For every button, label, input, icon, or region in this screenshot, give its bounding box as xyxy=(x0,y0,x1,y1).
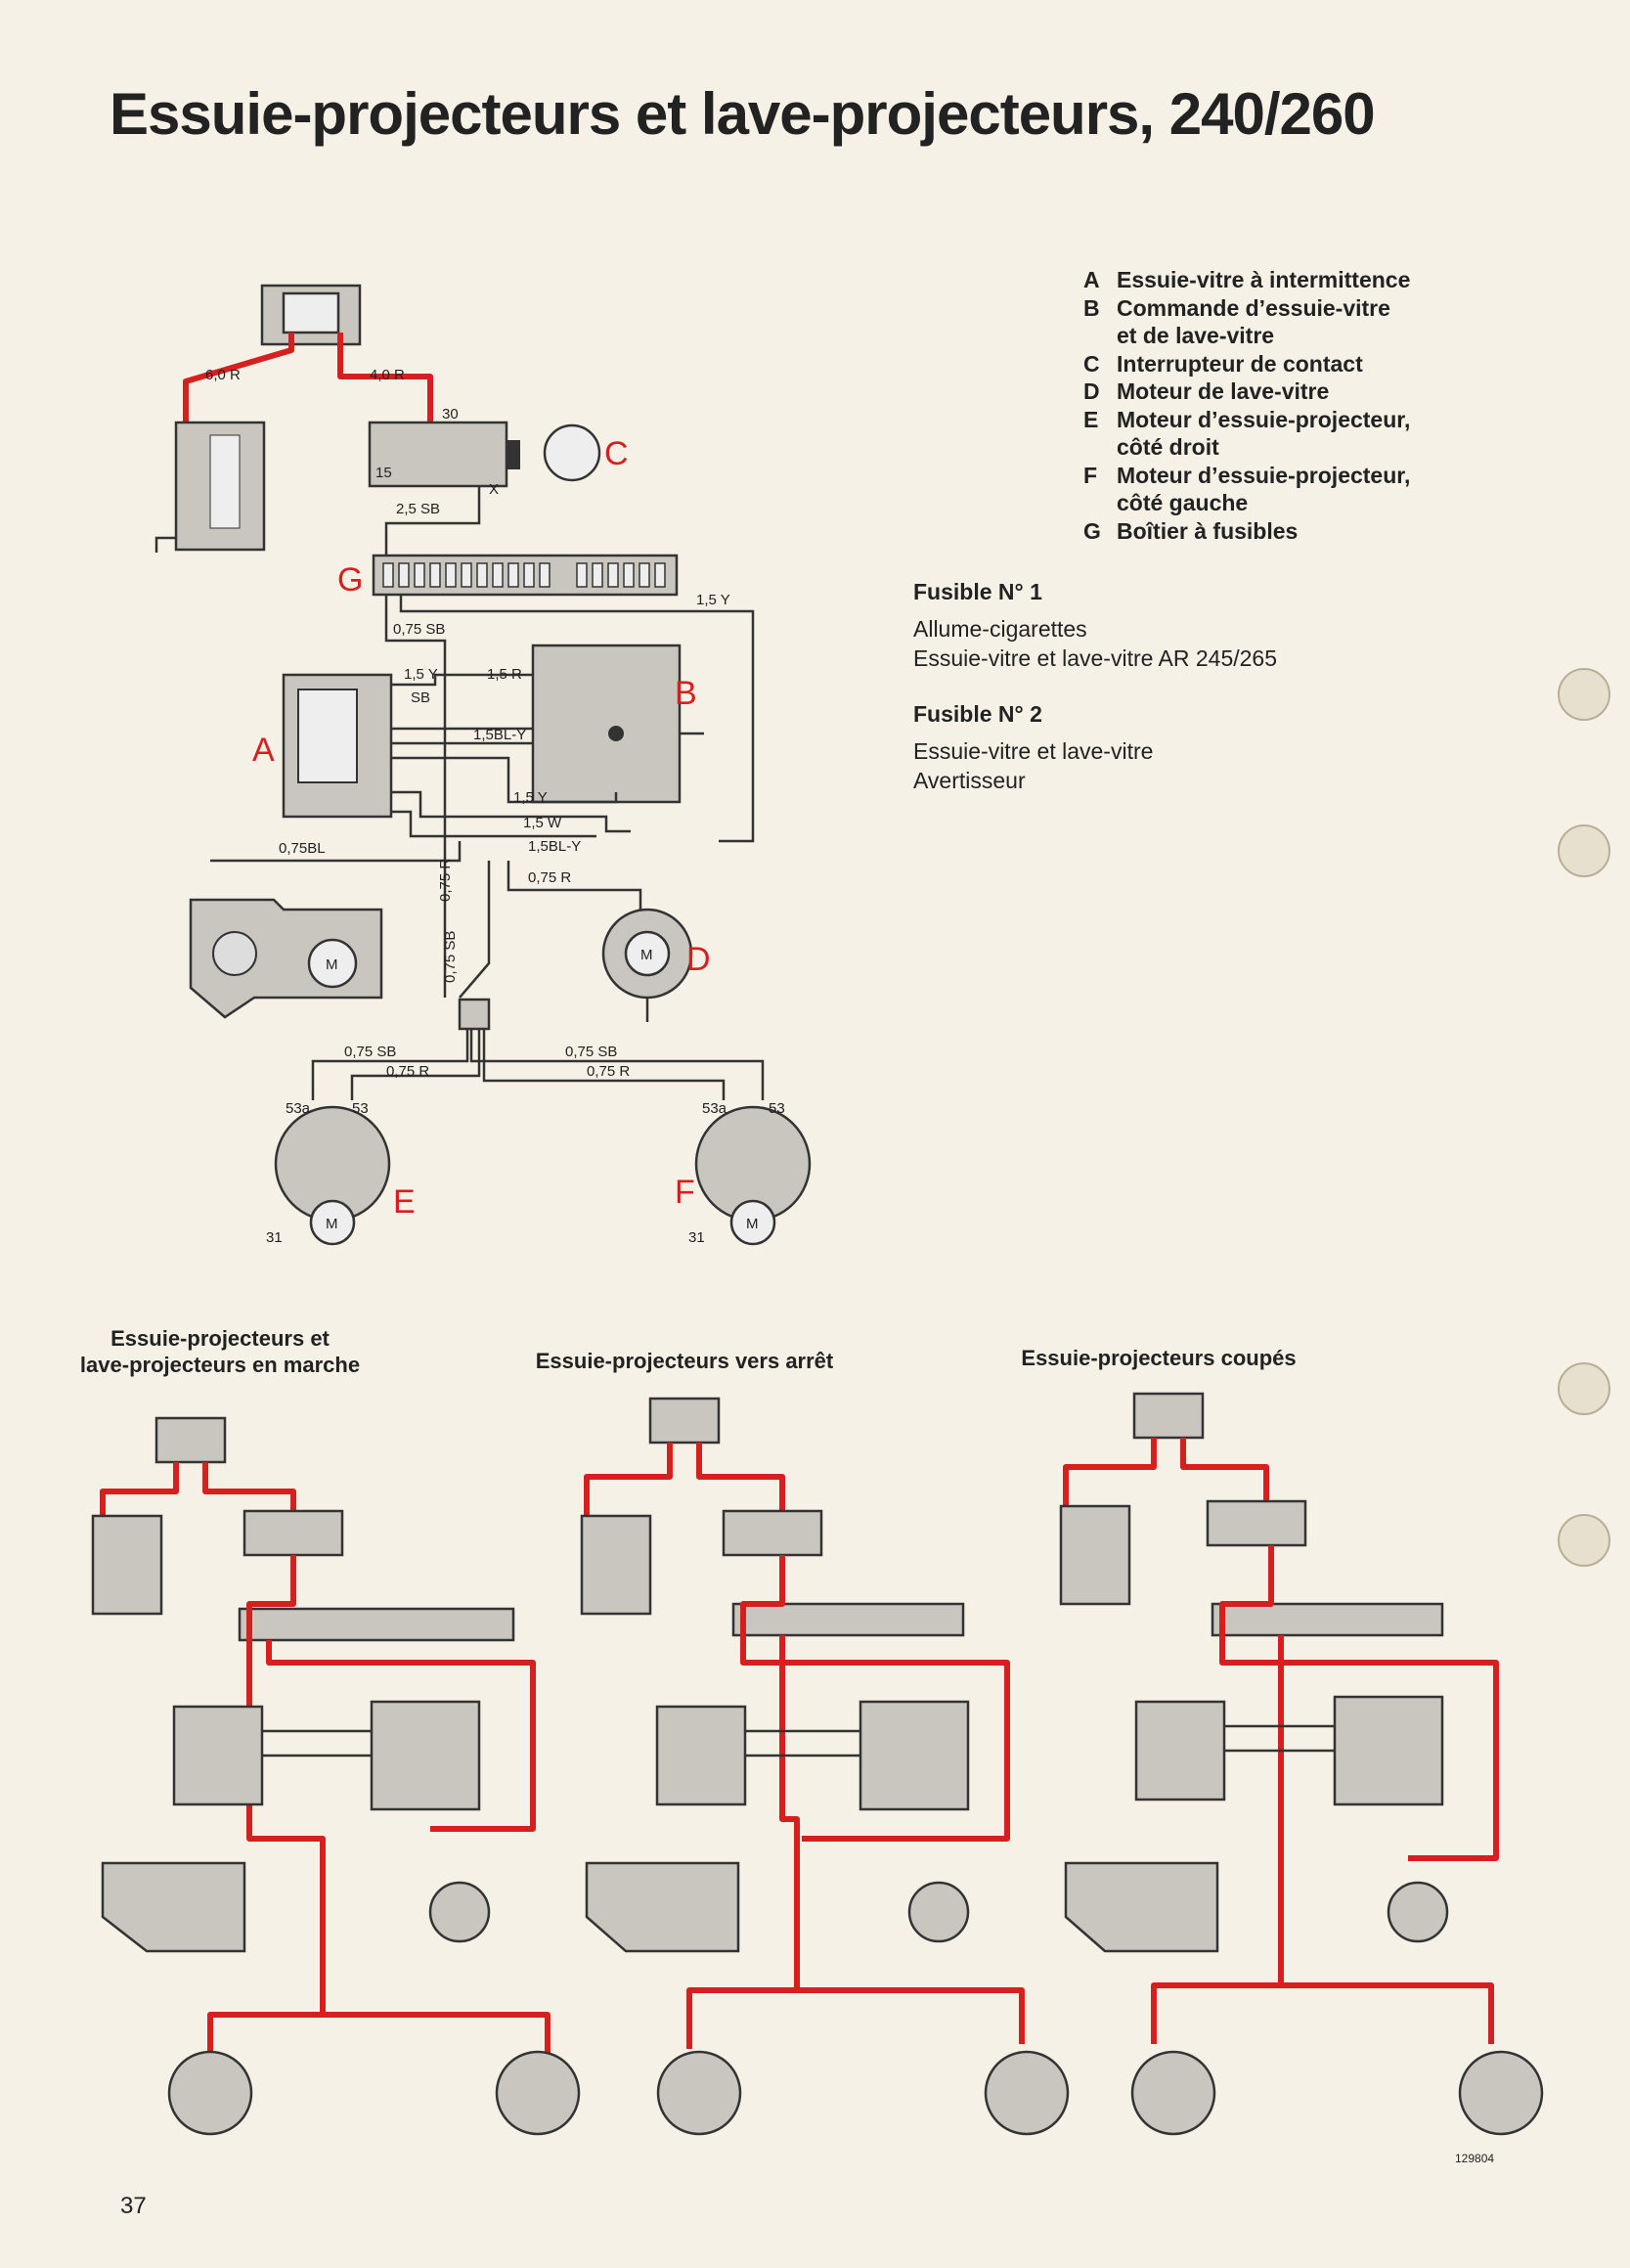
wire-label: 53 xyxy=(352,1100,369,1117)
label-e: E xyxy=(393,1183,416,1221)
fuse-1-info: Fusible N° 1 Allume-cigarettes Essuie-vi… xyxy=(913,577,1277,673)
label-g: G xyxy=(337,561,363,599)
fuse-2-info: Fusible N° 2 Essuie-vitre et lave-vitre … xyxy=(913,699,1153,795)
binder-hole xyxy=(1558,824,1610,877)
wire-label: 1,5 Y xyxy=(513,789,548,806)
fuse-heading: Fusible N° 1 xyxy=(913,579,1042,604)
wire-label: 0,75 R xyxy=(386,1063,429,1080)
wire-label: 0,75 SB xyxy=(565,1044,617,1060)
label-c: C xyxy=(604,435,629,472)
wire-label: 0,75 SB xyxy=(393,621,445,638)
legend-row: et de lave-vitre xyxy=(1117,323,1275,348)
wire-label: 1,5 Y xyxy=(696,592,730,608)
label-b: B xyxy=(675,675,697,712)
motor-label: M xyxy=(640,947,653,963)
fuse-item: Avertisseur xyxy=(913,768,1026,793)
wiper-switch xyxy=(531,644,682,804)
legend-row: côté droit xyxy=(1117,434,1219,460)
fuse-row xyxy=(382,562,666,588)
wire-label: 0,75 SB xyxy=(442,931,459,983)
binder-hole xyxy=(1558,668,1610,721)
fuse-item: Allume-cigarettes xyxy=(913,616,1087,642)
fuse-heading: Fusible N° 2 xyxy=(913,701,1042,727)
binder-hole xyxy=(1558,1514,1610,1567)
wire-label: 53 xyxy=(769,1100,785,1117)
label-f: F xyxy=(675,1174,695,1211)
wire-label: 0,75 R xyxy=(528,869,571,886)
wire-label: 1,5BL-Y xyxy=(473,727,526,743)
ignition-key xyxy=(543,423,601,482)
binder-hole xyxy=(1558,1362,1610,1415)
power-wire xyxy=(183,333,294,460)
wire-label: 1,5BL-Y xyxy=(528,838,581,855)
state-diagram-stopping xyxy=(580,1397,1070,2136)
wire-label: 30 xyxy=(442,406,459,422)
state-diagram-off xyxy=(1059,1392,1544,2136)
wire-label: 6,0 R xyxy=(205,367,241,383)
wire-label: 1,5 W xyxy=(523,815,562,831)
connector xyxy=(458,998,491,1031)
wire-label: 1,5 R xyxy=(487,666,522,683)
wire-label: 2,5 SB xyxy=(396,501,440,517)
wire-label: X xyxy=(489,481,499,498)
label-d: D xyxy=(686,941,711,978)
wire-label: 0,75 R xyxy=(437,859,454,902)
state-diagram-running xyxy=(91,1416,581,2136)
wire-label: 0,75 SB xyxy=(344,1044,396,1060)
motor-label: M xyxy=(326,1216,338,1232)
wire-label: 31 xyxy=(688,1229,705,1246)
figure-reference: 129804 xyxy=(1455,2152,1495,2165)
wire-label: 0,75 R xyxy=(587,1063,630,1080)
subtitle-stopping: Essuie-projecteurs vers arrêt xyxy=(535,1349,834,1373)
page-number: 37 xyxy=(120,2193,147,2219)
wire-label: 31 xyxy=(266,1229,283,1246)
wire-label: 53a xyxy=(702,1100,727,1117)
wire-label: 4,0 R xyxy=(370,367,405,383)
wire-label: SB xyxy=(411,689,430,706)
subtitle-off: Essuie-projecteurs coupés xyxy=(1021,1346,1297,1370)
wire-label: 0,75BL xyxy=(279,840,326,857)
page-title: Essuie-projecteurs et lave-projecteurs, … xyxy=(110,81,1376,147)
motor-label: M xyxy=(326,956,338,973)
wire-label: 15 xyxy=(375,465,392,481)
wire-label: 53a xyxy=(286,1100,311,1117)
label-a: A xyxy=(252,732,275,769)
legend-row: côté gauche xyxy=(1117,490,1249,515)
wire-label: 1,5 Y xyxy=(404,666,438,683)
fuse-item: Essuie-vitre et lave-vitre xyxy=(913,738,1154,764)
power-wire xyxy=(337,333,433,435)
motor-label: M xyxy=(746,1216,759,1232)
fuse-item: Essuie-vitre et lave-vitre AR 245/265 xyxy=(913,645,1278,671)
